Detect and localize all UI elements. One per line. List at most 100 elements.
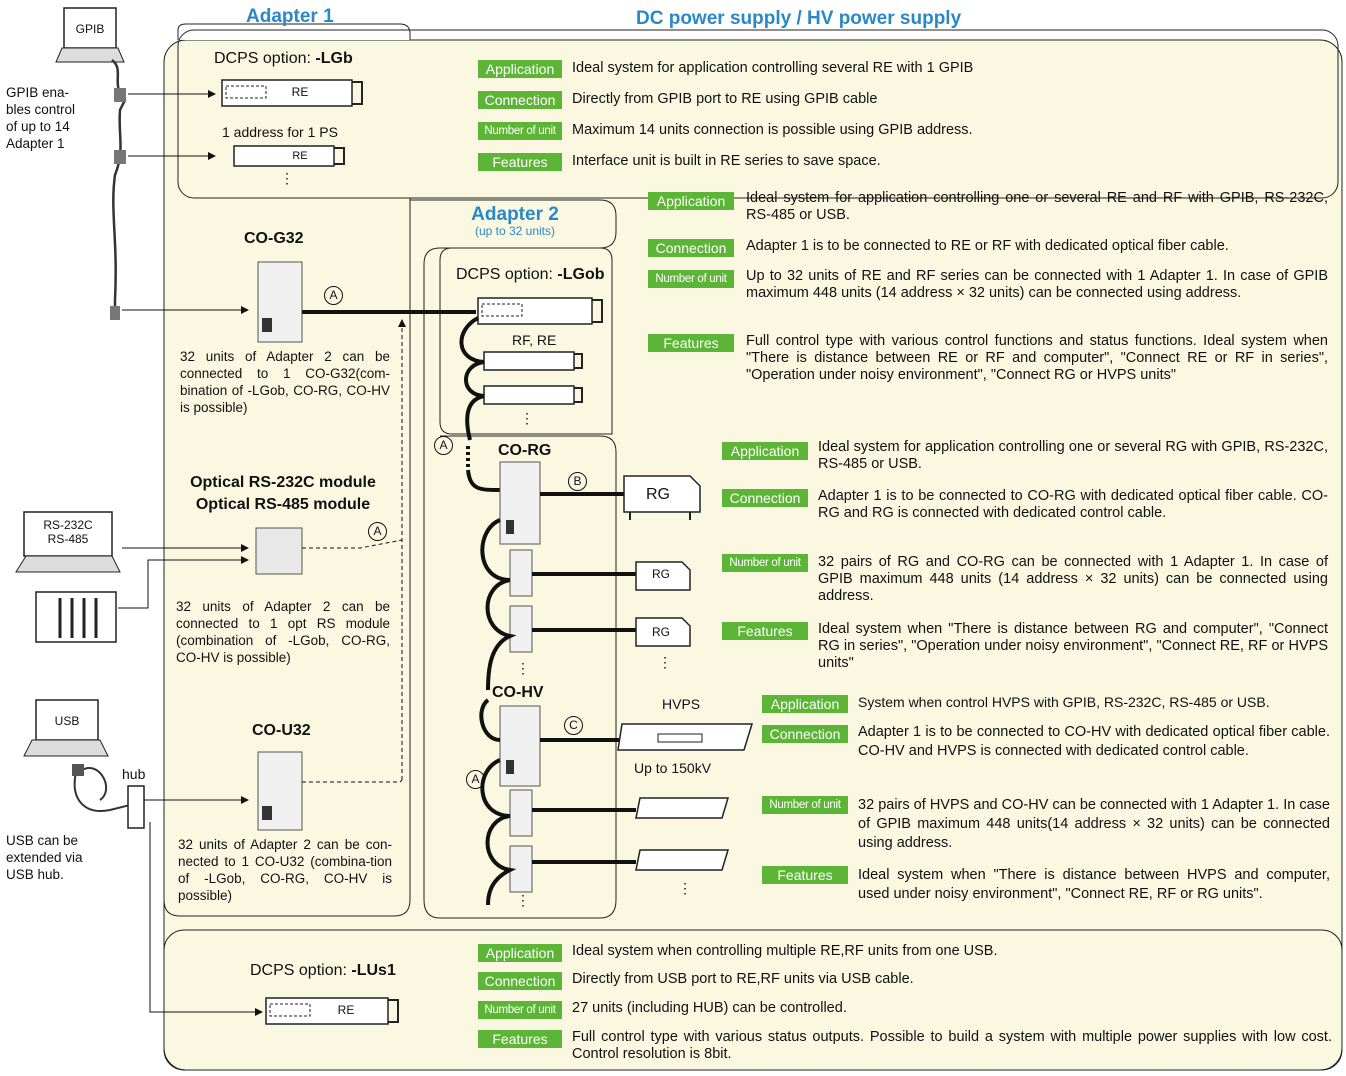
lgb-box: [177, 29, 1339, 199]
rg-small-2: [635, 617, 691, 647]
ellipsis-5: ⋮: [516, 892, 530, 908]
lus-connection: Directly from USB port to RE,RF units vi…: [572, 971, 914, 987]
co-rg-2: [509, 549, 533, 597]
co-u32-device: [257, 751, 303, 831]
lus-tag-connection: Connection: [478, 972, 562, 990]
rg-small-1: [635, 561, 691, 591]
circle-c: C: [564, 716, 583, 735]
heading-dc-power: DC power supply / HV power supply: [636, 8, 962, 29]
optical-rs-module: [255, 527, 303, 575]
dcps-lgb-label: DCPS option: -LGb: [214, 50, 353, 67]
co-rg-3: [509, 605, 533, 653]
corg-tag-features: Features: [722, 622, 808, 640]
hvps-small-2: [635, 849, 730, 871]
opt-rs485-label: Optical RS-485 module: [195, 496, 371, 513]
cohv-tag-connection: Connection: [762, 725, 848, 743]
lus-number: 27 units (including HUB) can be controll…: [572, 1000, 847, 1016]
ellipsis-1: ⋮: [280, 170, 294, 186]
cohv-connection: Adapter 1 is to be connected to CO-HV wi…: [858, 724, 1330, 759]
dcps-lgob-prefix: DCPS option:: [456, 266, 558, 283]
cohv-application: System when control HVPS with GPIB, RS-2…: [858, 694, 1270, 710]
hvps-small-1: [635, 797, 730, 819]
addr-note: 1 address for 1 PS: [222, 124, 338, 140]
rg-small-1-label: RG: [652, 567, 670, 581]
lgob-tag-features: Features: [648, 334, 734, 352]
rg-small-2-label: RG: [652, 625, 670, 639]
re2-label: RE: [292, 150, 308, 162]
rs-laptop-label: RS-232C RS-485: [43, 518, 93, 546]
ellipsis-2: ⋮: [520, 410, 534, 426]
co-hv-label: CO-HV: [492, 684, 544, 701]
lgb-connection: Directly from GPIB port to RE using GPIB…: [572, 91, 878, 107]
lus-re-unit: [265, 997, 399, 1025]
dcps-lus-label: DCPS option: -LUs1: [250, 962, 396, 979]
rg-big-label: RG: [646, 486, 670, 503]
lus-tag-features: Features: [478, 1030, 562, 1048]
dcps-lgob-label: DCPS option: -LGob: [456, 266, 604, 283]
dcps-lus-prefix: DCPS option:: [250, 962, 352, 979]
heading-adapter2: Adapter 2: [471, 204, 559, 225]
lgob-application: Ideal system for application controlling…: [746, 190, 1328, 223]
corg-application: Ideal system for application controlling…: [818, 439, 1328, 472]
ellipsis-4: ⋮: [658, 654, 672, 670]
rf-re-label: RF, RE: [512, 332, 557, 348]
circle-b: B: [568, 472, 587, 491]
lgob-tag-connection: Connection: [648, 239, 734, 257]
re-usb-label: RE: [337, 1003, 355, 1017]
hvps-unit: [617, 723, 754, 751]
co-hv-2: [509, 789, 533, 837]
co-u32-label: CO-U32: [252, 722, 311, 739]
plc-icon: [35, 591, 117, 643]
heading-adapter2-sub: (up to 32 units): [474, 224, 556, 238]
lus-tag-number: Number of unit: [478, 1001, 562, 1019]
ellipsis-6: ⋮: [678, 880, 692, 896]
lgb-tag-number: Number of unit: [478, 122, 562, 140]
hub-icon: [127, 785, 145, 829]
lgob-tag-application: Application: [648, 192, 734, 210]
co-u32-note: 32 units of Adapter 2 can be con-nected …: [178, 837, 392, 903]
hvps-label: HVPS: [662, 696, 701, 712]
lgb-application: Ideal system for application controlling…: [572, 60, 974, 76]
usb-note: USB can be extended via USB hub.: [6, 833, 83, 882]
corg-number: 32 pairs of RG and CO-RG can be connecte…: [818, 554, 1328, 604]
rs-laptop-icon: [15, 511, 121, 573]
re-unit-2: [233, 145, 345, 167]
lus-features: Full control type with various status ou…: [572, 1029, 1332, 1062]
gpib-note: GPIB ena- bles control of up to 14 Adapt…: [6, 85, 76, 151]
lgb-number: Maximum 14 units connection is possible …: [572, 122, 973, 138]
co-g32-note: 32 units of Adapter 2 can be connected t…: [180, 349, 390, 415]
up-to-label: Up to 150kV: [634, 760, 712, 776]
dcps-lus-code: -LUs1: [351, 962, 396, 979]
opt-rs-note: 32 units of Adapter 2 can be connected t…: [176, 599, 390, 665]
co-g32-label: CO-G32: [244, 230, 304, 247]
re1-label: RE: [291, 85, 309, 99]
co-g32-device: [257, 261, 303, 343]
lus-application: Ideal system when controlling multiple R…: [572, 943, 998, 959]
lgob-number: Up to 32 units of RE and RF series can b…: [746, 268, 1328, 301]
cohv-features: Ideal system when "There is distance bet…: [858, 867, 1330, 902]
heading-adapter1: Adapter 1: [246, 6, 334, 27]
cohv-tag-number: Number of unit: [762, 796, 848, 814]
corg-features: Ideal system when "There is distance bet…: [818, 621, 1328, 671]
lgb-features: Interface unit is built in RE series to …: [572, 153, 881, 169]
dcps-lgb-code: -LGb: [315, 50, 353, 67]
corg-tag-application: Application: [722, 442, 808, 460]
ellipsis-3: ⋮: [516, 660, 530, 676]
lus-tag-application: Application: [478, 944, 562, 962]
rf-unit-2: [483, 385, 583, 405]
dcps-lgb-prefix: DCPS option:: [214, 50, 316, 67]
gpib-laptop-label: GPIB: [75, 22, 105, 36]
circle-a-4: A: [466, 770, 485, 789]
cohv-tag-application: Application: [762, 695, 848, 713]
usb-laptop-label: USB: [54, 714, 80, 728]
usb-laptop-icon: [23, 699, 109, 757]
lgb-tag-features: Features: [478, 153, 562, 171]
corg-tag-connection: Connection: [722, 489, 808, 507]
hub-label: hub: [122, 766, 146, 782]
cohv-number: 32 pairs of HVPS and CO-HV can be connec…: [858, 797, 1330, 851]
lgb-tag-connection: Connection: [478, 91, 562, 109]
circle-a-2: A: [368, 522, 387, 541]
opt-rs232-label: Optical RS-232C module: [190, 474, 376, 491]
dcps-lgob-code: -LGob: [557, 266, 605, 283]
lgob-features: Full control type with various control f…: [746, 333, 1328, 383]
